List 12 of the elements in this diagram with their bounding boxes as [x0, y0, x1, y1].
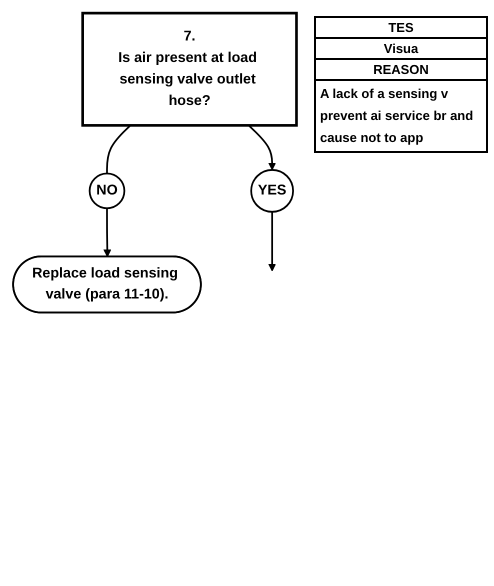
table-heading: TES [316, 18, 486, 39]
table-heading: Visua [316, 39, 486, 60]
flowchart-node: NO [88, 172, 126, 210]
table-text: A lack of a sensing v prevent ai service br and cause not to app [319, 85, 474, 148]
table-heading: REASON [316, 60, 486, 81]
connector [106, 124, 132, 174]
arrow [248, 124, 276, 170]
flowchart-node: Replace load sensing valve (para 11-10). [12, 255, 202, 314]
flowchart-node: 7. Is air present at load sensing valve outlet hose? [81, 12, 298, 127]
arrow [268, 212, 276, 272]
flowchart-node: YES [250, 169, 294, 213]
arrow [103, 208, 112, 258]
